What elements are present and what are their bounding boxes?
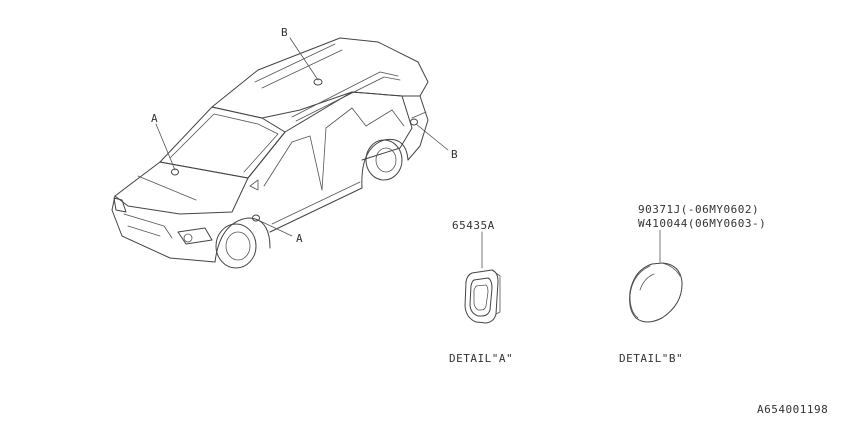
callout-a-fender: A xyxy=(296,232,303,245)
callout-a-hood: A xyxy=(151,112,158,125)
detail-a-caption: DETAIL"A" xyxy=(449,352,513,365)
figure-id: A654001198 xyxy=(757,403,828,416)
detail-b-cap xyxy=(629,229,683,323)
car-illustration xyxy=(111,37,429,269)
part-number-w410044: W410044(06MY0603-) xyxy=(638,217,766,230)
detail-b-caption: DETAIL"B" xyxy=(619,352,683,365)
part-number-65435a: 65435A xyxy=(452,219,495,232)
leader-lines xyxy=(155,37,449,237)
callout-b-roof: B xyxy=(281,26,288,39)
part-number-90371j: 90371J(-06MY0602) xyxy=(638,203,759,216)
callout-b-rear: B xyxy=(451,148,458,161)
detail-a-plug xyxy=(464,231,501,324)
